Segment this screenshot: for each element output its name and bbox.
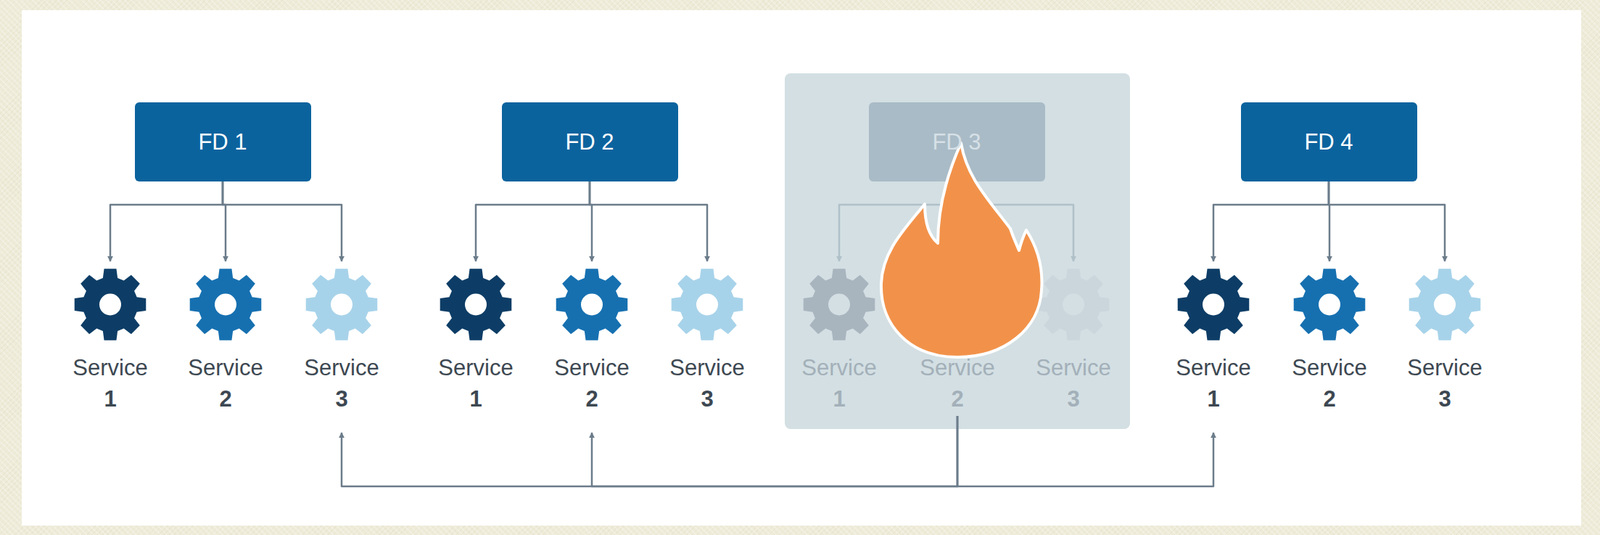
service-label: Service (59, 351, 162, 383)
service-number: 2 (1278, 382, 1381, 415)
white-panel (21, 10, 1582, 526)
gear-shape (306, 268, 378, 341)
fault-domain-box: FD 4 (1240, 102, 1418, 182)
gear-icon (1291, 267, 1368, 341)
fire-icon (881, 142, 1042, 357)
service-number: 2 (541, 382, 643, 415)
service-number: 1 (1162, 382, 1265, 415)
fault-domain-box: FD 2 (501, 102, 679, 182)
connector (1328, 181, 1445, 262)
gear-shape (803, 268, 876, 341)
service-label: Service (425, 351, 527, 383)
service-node: Service2 (174, 267, 277, 415)
service-number: 2 (906, 382, 1009, 415)
connector (341, 415, 958, 486)
connector (110, 181, 223, 262)
gear-icon (669, 267, 745, 341)
service-label: Service (656, 351, 758, 383)
service-label: Service (1394, 351, 1496, 383)
gear-icon (1407, 267, 1483, 341)
gear-shape (1409, 268, 1482, 341)
fault-domain-box: FD 1 (134, 102, 312, 182)
service-label: Service (541, 351, 643, 383)
gear-icon (801, 267, 877, 341)
domain-label: FD 3 (932, 128, 981, 156)
gear-shape (74, 268, 147, 341)
connector (957, 415, 1214, 486)
service-label: Service (906, 351, 1009, 383)
service-label: Service (1278, 351, 1381, 383)
service-label: Service (290, 351, 393, 383)
gear-shape (1293, 268, 1366, 341)
gear-icon (1175, 267, 1252, 341)
service-node: Service1 (788, 267, 890, 415)
connector (222, 181, 342, 262)
domain-label: FD 1 (198, 128, 247, 156)
service-number: 3 (1022, 382, 1125, 415)
service-label: Service (1022, 351, 1125, 383)
gear-icon (303, 267, 380, 341)
service-node: Service3 (290, 267, 393, 415)
gear-icon (1035, 267, 1112, 341)
gear-shape (1177, 268, 1250, 341)
gear-icon (187, 267, 264, 341)
service-node: Service2 (541, 267, 643, 415)
service-number: 3 (290, 382, 393, 415)
service-number: 2 (174, 382, 277, 415)
service-label: Service (1162, 351, 1265, 383)
connector (589, 181, 708, 262)
gear-shape (556, 268, 629, 341)
service-node: Service1 (1162, 267, 1265, 415)
service-number: 1 (425, 382, 527, 415)
service-node: Service1 (425, 267, 527, 415)
connector (591, 415, 958, 486)
service-number: 3 (656, 382, 758, 415)
gear-shape (1037, 268, 1110, 341)
service-number: 1 (59, 382, 162, 415)
service-node: Service1 (59, 267, 162, 415)
service-node: Service3 (1394, 267, 1496, 415)
gear-shape (440, 268, 513, 341)
gear-icon (72, 267, 148, 341)
service-number: 1 (788, 382, 890, 415)
gear-icon (554, 267, 630, 341)
gear-shape (671, 268, 744, 341)
gear-shape (190, 268, 262, 341)
connector (1213, 181, 1329, 262)
gear-icon (438, 267, 514, 341)
service-label: Service (788, 351, 890, 383)
service-label: Service (174, 351, 277, 383)
service-number: 3 (1394, 382, 1496, 415)
service-node: Service3 (656, 267, 758, 415)
service-node: Service2 (1278, 267, 1381, 415)
domain-label: FD 2 (565, 128, 614, 156)
failed-domain-band (784, 73, 1131, 429)
connector (475, 181, 590, 262)
domain-label: FD 4 (1304, 128, 1353, 156)
